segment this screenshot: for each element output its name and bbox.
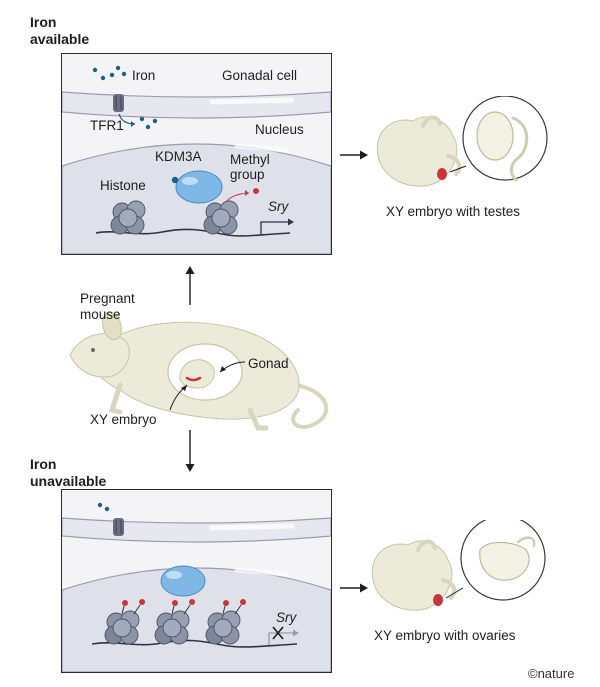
- outcome-testes-label: XY embryo with testes: [386, 204, 521, 219]
- tfr1-channel: [113, 94, 124, 112]
- outcome-ovaries-label: XY embryo with ovaries: [374, 628, 516, 643]
- sry-label-top: Sry: [268, 199, 289, 214]
- nature-credit: ©nature: [528, 666, 575, 681]
- tfr1-channel-bottom: [113, 518, 124, 536]
- pregnant-mouse-label: Pregnant mouse: [80, 291, 135, 322]
- embryo-with-testes-illustration: [376, 96, 548, 187]
- xy-embryo-in-womb: [179, 359, 215, 389]
- ovary-zoom: [479, 541, 530, 581]
- embryo-with-ovaries-illustration: [371, 520, 546, 611]
- xy-embryo-label: XY embryo: [90, 412, 157, 427]
- pregnant-mouse-illustration: [69, 311, 329, 431]
- ovary-mark: [433, 594, 443, 606]
- histone-1: [110, 200, 146, 235]
- methyl-group-label: Methyl group: [230, 152, 270, 182]
- testis-zoom: [476, 111, 514, 161]
- iron-dots-outside: [92, 65, 127, 81]
- histone-b3: [205, 599, 246, 645]
- testis-mark: [437, 168, 447, 180]
- iron-available-heading: Iron available: [30, 14, 90, 47]
- cell-illustration-top: [62, 65, 331, 254]
- histone-2: [203, 200, 239, 235]
- gonad-label: Gonad: [248, 356, 289, 371]
- iron-label: Iron: [132, 68, 156, 83]
- nucleus-label: Nucleus: [255, 122, 304, 137]
- sry-blocked-arrow: [268, 626, 299, 645]
- methyl-dot: [253, 188, 259, 194]
- sry-arrow: [260, 221, 290, 234]
- kdm3a-label: KDM3A: [155, 149, 202, 164]
- sry-label-bottom: Sry: [276, 610, 297, 625]
- histone-b1: [104, 599, 145, 645]
- iron-unavailable-panel: Sry: [61, 489, 332, 673]
- iron-available-panel: Iron Gonadal cell TFR1 Nucleus KDM3A Met…: [61, 53, 332, 255]
- histone-label: Histone: [100, 178, 146, 193]
- gonad-mark: [185, 376, 202, 382]
- iron-dots-sparse: [97, 502, 110, 512]
- histone-b2: [154, 599, 195, 645]
- cell-illustration-bottom: [62, 502, 331, 672]
- kdm3a-iron-dot: [171, 176, 179, 184]
- iron-dots-inside: [139, 116, 158, 130]
- iron-unavailable-heading: Iron unavailable: [30, 456, 107, 489]
- tfr1-label: TFR1: [90, 118, 124, 133]
- gonadal-cell-label: Gonadal cell: [222, 68, 298, 83]
